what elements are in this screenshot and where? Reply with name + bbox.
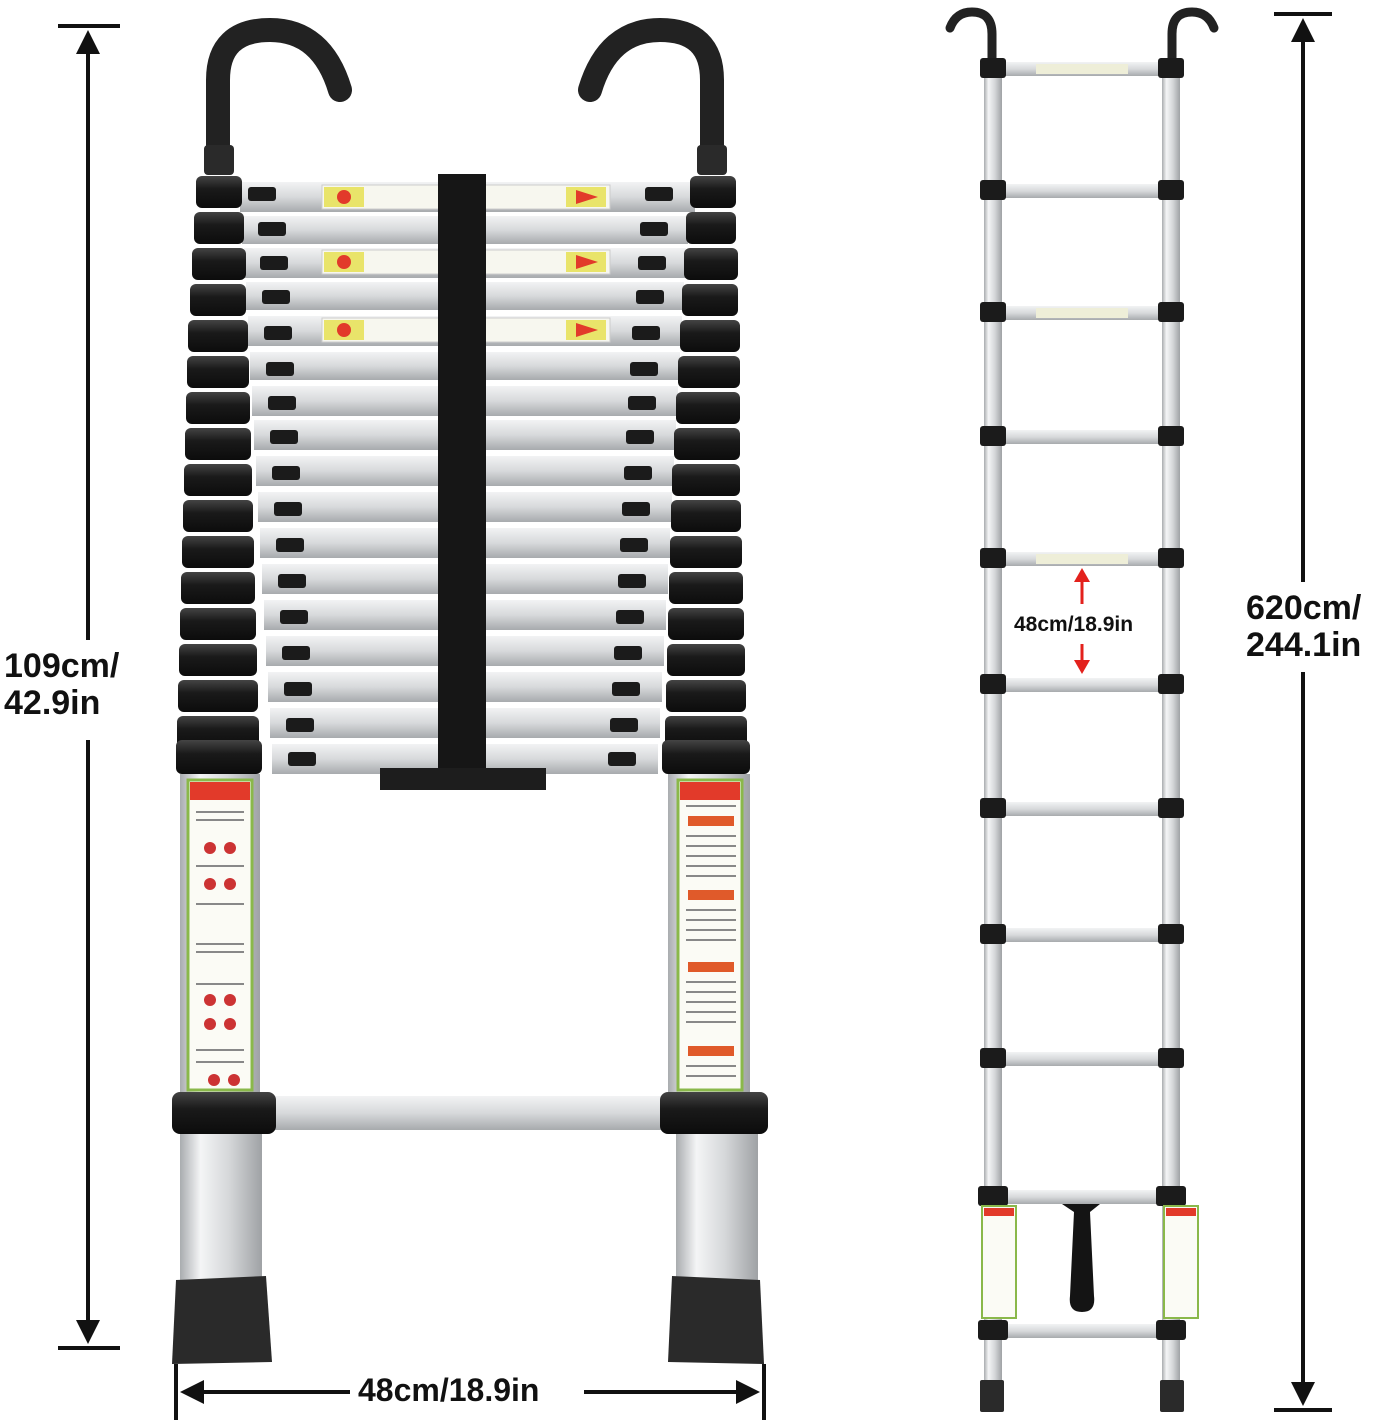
left-safety-label (186, 778, 254, 1092)
right-hook-icon (578, 17, 724, 172)
extended-ladder (945, 7, 1219, 1412)
extended-joints (978, 58, 1186, 1340)
collapsed-height-cm: 109cm/ (4, 647, 120, 685)
extended-strap (1062, 1204, 1100, 1312)
extended-rungs (1000, 62, 1164, 1338)
width-label: 48cm/18.9in (354, 1372, 544, 1409)
right-foot-icon (668, 1276, 764, 1364)
extended-left-hook-icon (945, 7, 997, 67)
left-stile-joints (176, 176, 262, 774)
right-stile-joints (662, 176, 750, 774)
extended-height-cm: 620cm/ (1246, 589, 1362, 627)
left-hook-icon (206, 17, 352, 172)
extended-height-label: 620cm/ 244.1in (1246, 589, 1362, 665)
carry-strap (438, 174, 486, 774)
step-spacing-label: 48cm/18.9in (1014, 613, 1134, 636)
width-dimension (174, 1364, 766, 1420)
collapsed-height-label: 109cm/ 42.9in (4, 647, 120, 723)
extended-height-in: 244.1in (1246, 626, 1362, 665)
extended-right-hook-icon (1167, 7, 1219, 67)
left-foot-icon (172, 1276, 272, 1364)
collapsed-ladder (172, 17, 768, 1364)
right-safety-label (676, 778, 744, 1092)
collapsed-height-in: 42.9in (4, 684, 101, 723)
collapsed-height-dimension (58, 24, 120, 1350)
extended-height-dimension (1274, 12, 1332, 1412)
step-spacing-arrow (1074, 568, 1090, 674)
